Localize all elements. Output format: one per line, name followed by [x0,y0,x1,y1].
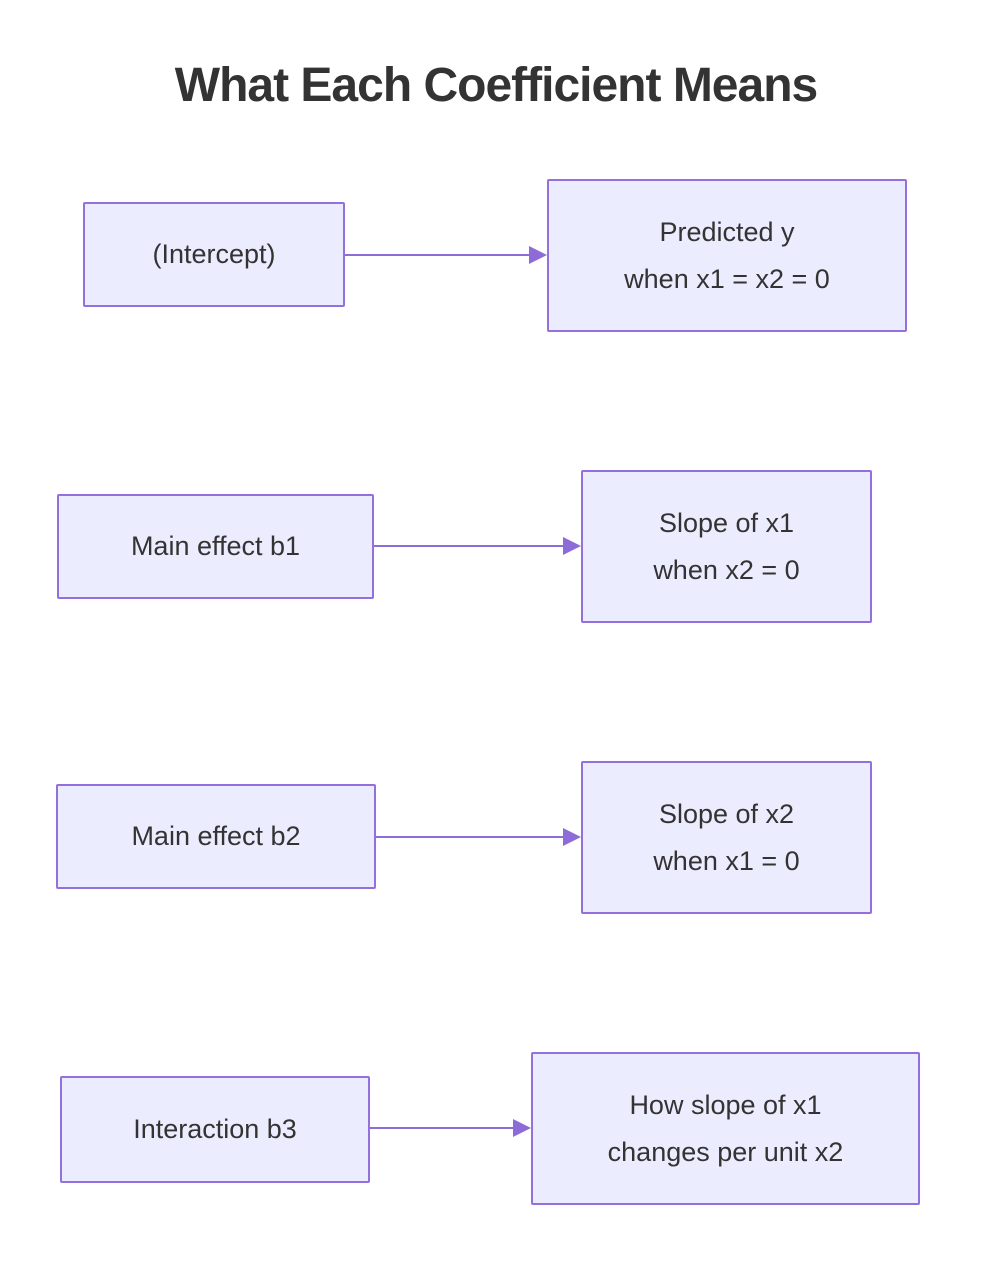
arrow-line [376,836,566,838]
arrow-line [345,254,532,256]
edge-main-effect-b1 [374,537,581,555]
arrow-line [370,1127,516,1129]
node-interaction-b3: Interaction b3 [60,1076,370,1183]
node-main-effect-b2: Main effect b2 [56,784,376,889]
node-label-line-2: changes per unit x2 [607,1136,844,1167]
diagram-title: What Each Coefficient Means [174,59,818,112]
node-intercept: (Intercept) [83,202,345,307]
node-intercept-meaning: Predicted y when x1 = x2 = 0 [547,179,907,332]
edge-interaction-b3 [370,1119,531,1137]
node-label-line-1: Slope of x2 [658,798,795,829]
node-label-line-1: How slope of x1 [629,1089,822,1120]
node-main-effect-b1: Main effect b1 [57,494,374,599]
edge-intercept [345,246,547,264]
node-main-effect-b1-meaning: Slope of x1 when x2 = 0 [581,470,872,623]
node-interaction-b3-meaning: How slope of x1 changes per unit x2 [531,1052,920,1205]
node-label-line-1: Predicted y [659,216,795,247]
arrowhead-icon [513,1119,531,1137]
node-label-line-2: when x1 = x2 = 0 [624,263,830,294]
node-main-effect-b1-label: Main effect b1 [130,531,301,561]
arrowhead-icon [563,537,581,555]
node-intercept-label: (Intercept) [152,239,276,269]
node-main-effect-b2-label: Main effect b2 [131,821,301,851]
arrow-line [374,545,566,547]
node-interaction-b3-label: Interaction b3 [133,1114,297,1144]
node-main-effect-b2-meaning: Slope of x2 when x1 = 0 [581,761,872,914]
node-label-line-2: when x1 = 0 [653,845,800,876]
edge-main-effect-b2 [376,828,581,846]
node-label-line-2: when x2 = 0 [653,554,800,585]
node-label-line-1: Slope of x1 [658,507,795,538]
arrowhead-icon [563,828,581,846]
arrowhead-icon [529,246,547,264]
